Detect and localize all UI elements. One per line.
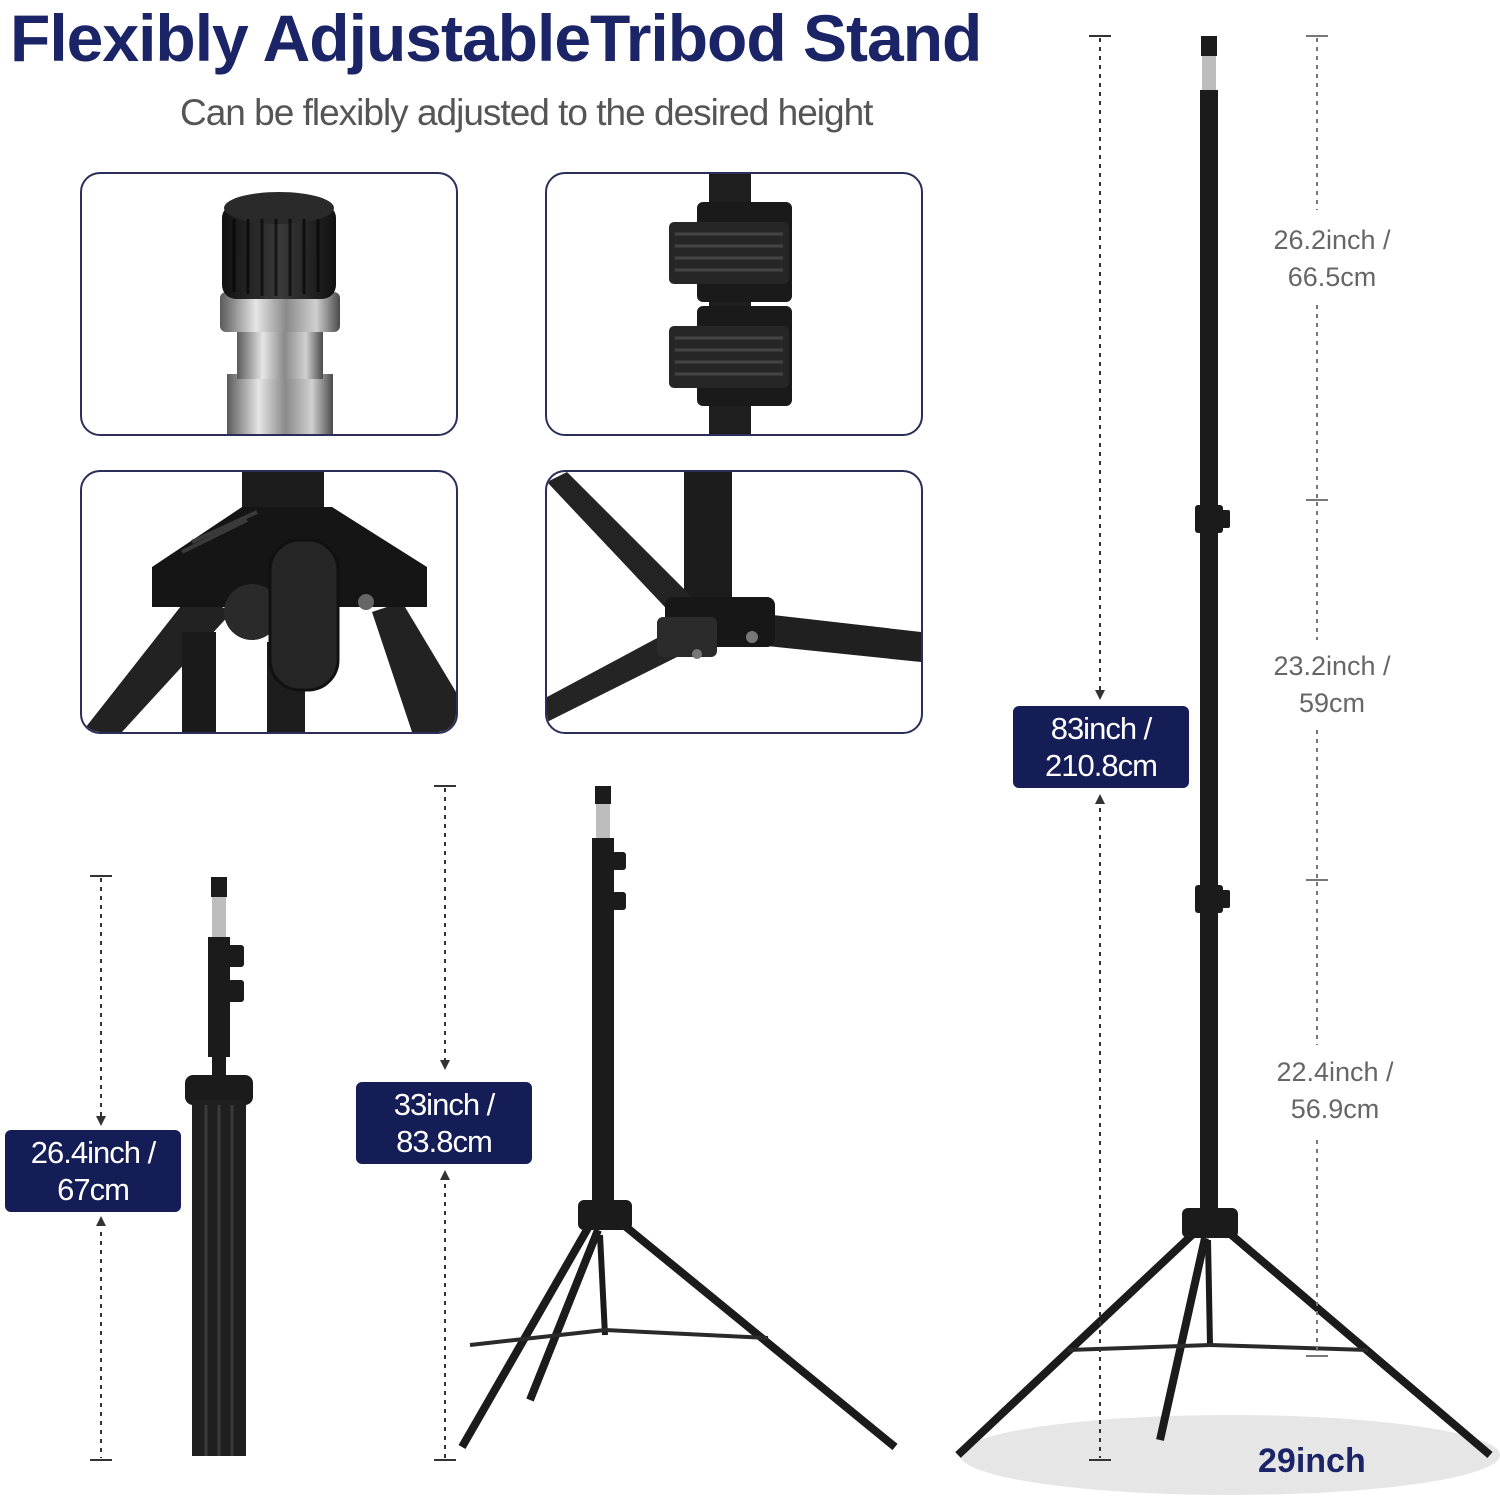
section-bottom-inch: 22.4inch / bbox=[1276, 1057, 1394, 1087]
section-middle-cm: 59cm bbox=[1298, 688, 1366, 718]
section-middle-inch: 23.2inch / bbox=[1273, 651, 1391, 681]
section-dimension-line bbox=[1306, 35, 1328, 1357]
folded-dimension-line bbox=[90, 875, 112, 1461]
section-top-inch: 26.2inch / bbox=[1273, 225, 1391, 255]
folded-height-inch: 26.4inch / bbox=[30, 1135, 156, 1170]
lock-clamps-illustration bbox=[669, 174, 792, 434]
minimum-height-inch: 33inch / bbox=[393, 1087, 496, 1122]
maximum-height-stand bbox=[955, 36, 1500, 1495]
section-bottom-cm: 56.9cm bbox=[1290, 1094, 1380, 1124]
detail-panel-leg-hub bbox=[80, 470, 458, 734]
folded-stand bbox=[185, 877, 253, 1456]
detail-panel-top-stud bbox=[80, 172, 458, 436]
detail-panel-brace-joint bbox=[545, 470, 923, 734]
page-title: Flexibly AdjustableTribod Stand bbox=[10, 1, 982, 75]
maximum-height-badge: 83inch / 210.8cm bbox=[1013, 706, 1189, 788]
detail-panel-lock-clamps bbox=[545, 172, 923, 436]
minimum-height-badge: 33inch / 83.8cm bbox=[356, 1082, 532, 1164]
folded-height-cm: 67cm bbox=[57, 1172, 130, 1207]
minimum-height-stand bbox=[458, 786, 898, 1451]
brace-joint-illustration bbox=[547, 472, 921, 722]
section-top-cm: 66.5cm bbox=[1287, 262, 1377, 292]
minimum-dimension-line bbox=[434, 785, 456, 1461]
page-subtitle: Can be flexibly adjusted to the desired … bbox=[180, 92, 873, 133]
maximum-dimension-line bbox=[1089, 35, 1111, 1461]
maximum-height-cm: 210.8cm bbox=[1045, 748, 1158, 783]
minimum-height-cm: 83.8cm bbox=[396, 1124, 493, 1159]
section-label-bottom: 22.4inch / 56.9cm bbox=[1255, 1054, 1415, 1128]
leg-hub-illustration bbox=[82, 472, 456, 732]
top-stud-knob-illustration bbox=[220, 192, 340, 434]
section-label-middle: 23.2inch / 59cm bbox=[1252, 648, 1412, 722]
folded-height-badge: 26.4inch / 67cm bbox=[5, 1130, 181, 1212]
maximum-height-inch: 83inch / bbox=[1050, 711, 1153, 746]
section-label-top: 26.2inch / 66.5cm bbox=[1252, 222, 1412, 296]
leg-span-label: 29inch bbox=[1258, 1442, 1366, 1480]
